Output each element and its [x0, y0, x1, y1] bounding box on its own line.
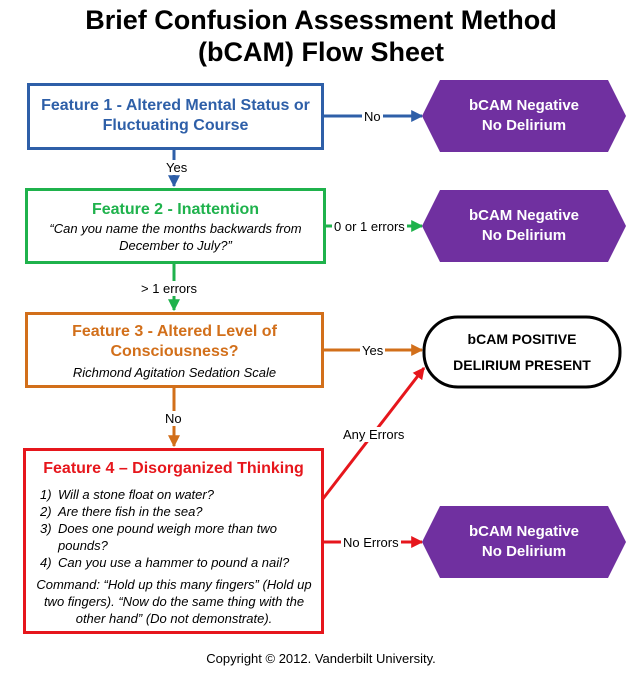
positive-outcome-line1: bCAM POSITIVE	[467, 331, 577, 347]
feature4-question: 3) Does one pound weigh more than two pou…	[40, 520, 318, 554]
label-f3-no: No	[163, 411, 184, 426]
copyright-footer: Copyright © 2012. Vanderbilt University.	[206, 651, 436, 666]
question-number: 1)	[40, 487, 52, 502]
feature3-box: Feature 3 - Altered Level of Consciousne…	[25, 312, 324, 388]
label-f1-yes: Yes	[164, 160, 190, 175]
feature4-command-line2: two fingers). “Now do the same thing wit…	[43, 594, 305, 609]
negative-outcome-3-line2: No Delirium	[481, 543, 567, 560]
negative-outcome-3: bCAM Negative No Delirium	[424, 522, 624, 562]
page-title-line2: (bCAM) Flow Sheet	[198, 37, 444, 67]
feature4-question: 4) Can you use a hammer to pound a nail?	[40, 554, 318, 571]
label-f2-ok: 0 or 1 errors	[332, 219, 407, 234]
negative-outcome-1: bCAM Negative No Delirium	[424, 96, 624, 136]
negative-hexagon-1	[422, 80, 626, 152]
negative-outcome-3-line1: bCAM Negative	[468, 523, 580, 540]
negative-hexagon-3	[422, 506, 626, 578]
feature1-title-line1: Feature 1 - Altered Mental Status or	[41, 97, 310, 114]
negative-outcome-2: bCAM Negative No Delirium	[424, 206, 624, 246]
positive-outcome: bCAM POSITIVE DELIRIUM PRESENT	[424, 326, 620, 378]
label-f2-fail: > 1 errors	[139, 281, 199, 296]
question-number: 3)	[40, 521, 52, 536]
feature3-scale: Richmond Agitation Sedation Scale	[72, 365, 277, 380]
positive-box	[422, 315, 622, 389]
label-f3-yes: Yes	[360, 343, 386, 358]
feature4-command: Command: “Hold up this many fingers” (Ho…	[28, 576, 320, 627]
feature1-box: Feature 1 - Altered Mental Status or Flu…	[27, 83, 324, 150]
feature2-question-line1: “Can you name the months backwards from	[49, 221, 302, 236]
feature3-title-line2: Consciousness?	[110, 343, 239, 360]
label-f1-no: No	[362, 109, 383, 124]
feature2-title: Feature 2 - Inattention	[91, 201, 260, 218]
question-text: Will a stone float on water?	[58, 487, 214, 502]
positive-outcome-line2: DELIRIUM PRESENT	[453, 357, 591, 373]
question-text: Can you use a hammer to pound a nail?	[58, 555, 290, 570]
feature3-title-line1: Feature 3 - Altered Level of	[72, 323, 277, 340]
feature2-box: Feature 2 - Inattention “Can you name th…	[25, 188, 326, 264]
negative-outcome-2-line1: bCAM Negative	[468, 207, 580, 224]
feature4-title: Feature 4 – Disorganized Thinking	[43, 460, 304, 477]
label-f4-any: Any Errors	[341, 427, 407, 442]
negative-outcome-1-line1: bCAM Negative	[468, 97, 580, 114]
question-text: Does one pound weigh more than two pound…	[58, 521, 277, 553]
question-number: 2)	[40, 504, 52, 519]
feature4-question-list: 1) Will a stone float on water? 2) Are the…	[40, 486, 318, 571]
negative-outcome-1-line2: No Delirium	[481, 117, 567, 134]
negative-hexagon-2	[422, 190, 626, 262]
feature4-command-line3: other hand” (Do not demonstrate).	[75, 611, 273, 626]
page-title-line1: Brief Confusion Assessment Method	[85, 5, 557, 35]
question-number: 4)	[40, 555, 52, 570]
negative-outcome-2-line2: No Delirium	[481, 227, 567, 244]
feature1-title-line2: Fluctuating Course	[102, 117, 249, 134]
question-text: Are there fish in the sea?	[58, 504, 203, 519]
feature4-question: 2) Are there fish in the sea?	[40, 503, 318, 520]
label-f4-none: No Errors	[341, 535, 401, 550]
feature4-box: Feature 4 – Disorganized Thinking	[23, 448, 324, 634]
feature4-command-line1: Command: “Hold up this many fingers” (Ho…	[36, 577, 312, 592]
feature4-question: 1) Will a stone float on water?	[40, 486, 318, 503]
feature2-question-line2: December to July?”	[119, 238, 232, 253]
